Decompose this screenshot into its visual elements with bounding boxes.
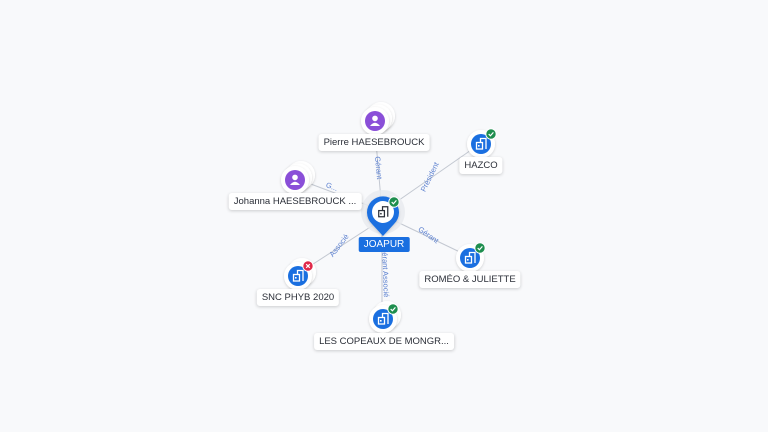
label-romeo[interactable]: ROMÉO & JULIETTE bbox=[419, 271, 521, 288]
active-check-icon bbox=[474, 242, 486, 254]
active-check-icon bbox=[387, 303, 399, 315]
node-copeaux[interactable] bbox=[369, 301, 401, 333]
edge-label-pierre: Gérant bbox=[373, 156, 384, 181]
label-copeaux[interactable]: LES COPEAUX DE MONGR... bbox=[314, 333, 454, 350]
edge-label-hazco: Président bbox=[419, 160, 441, 193]
active-check-icon bbox=[485, 128, 497, 140]
label-snc[interactable]: SNC PHYB 2020 bbox=[256, 289, 340, 306]
closed-cross-icon bbox=[302, 260, 314, 272]
node-johanna[interactable] bbox=[281, 161, 315, 194]
node-pierre[interactable] bbox=[361, 102, 395, 135]
label-johanna[interactable]: Johanna HAESEBROUCK ... bbox=[228, 193, 362, 210]
label-pierre[interactable]: Pierre HAESEBROUCK bbox=[318, 134, 430, 151]
node-snc[interactable] bbox=[284, 258, 316, 290]
node-center-joapur[interactable] bbox=[361, 190, 405, 236]
edge-label-snc: Associé bbox=[327, 232, 350, 258]
node-romeo[interactable] bbox=[456, 242, 486, 272]
center-label[interactable]: JOAPUR bbox=[358, 237, 410, 252]
edge-snc bbox=[306, 223, 376, 269]
edge-romeo bbox=[392, 219, 465, 255]
active-check-icon bbox=[388, 196, 400, 208]
label-hazco[interactable]: HAZCO bbox=[459, 157, 503, 174]
edge-label-copeaux: Gérant Associé bbox=[380, 246, 391, 297]
edge-label-johanna: G... bbox=[325, 180, 339, 193]
node-hazco[interactable] bbox=[467, 128, 497, 158]
edge-label-romeo: Gérant bbox=[416, 225, 441, 246]
